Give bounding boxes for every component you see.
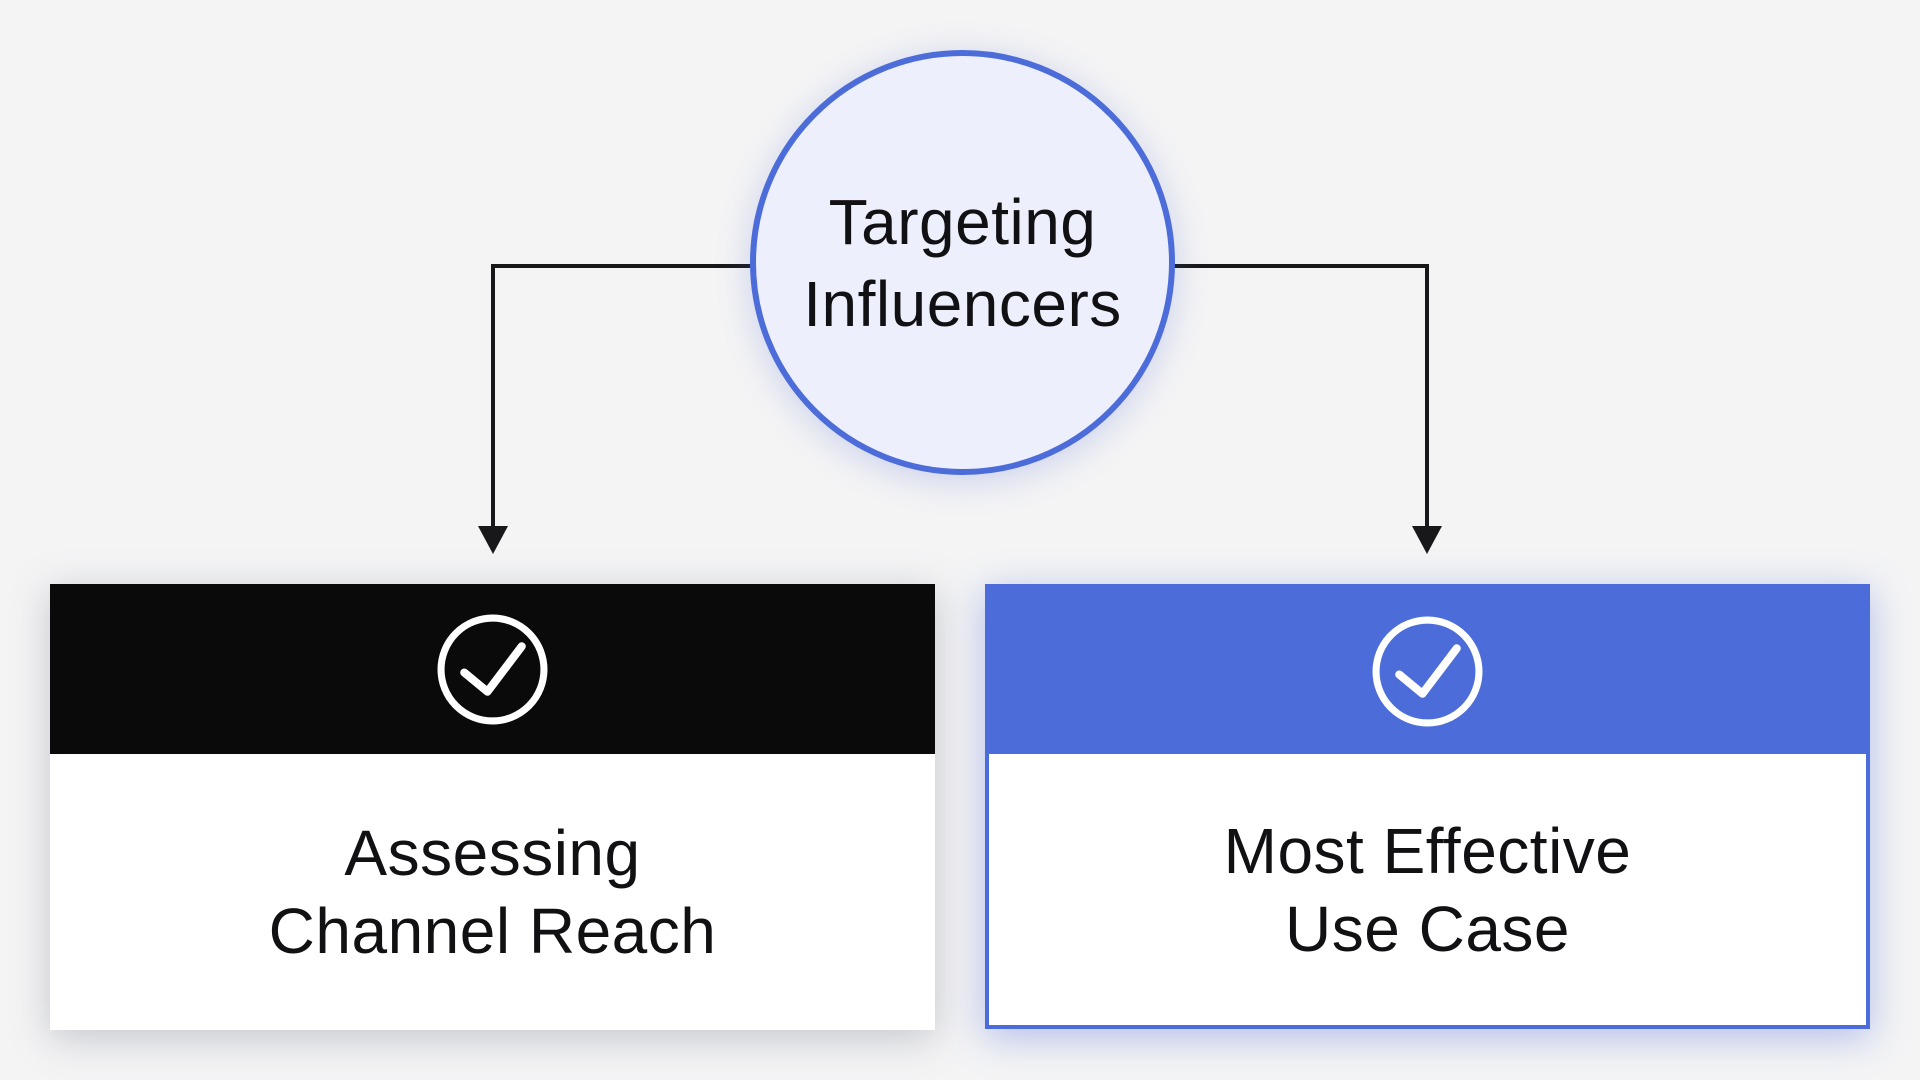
card-label-line-1: Most Effective: [1223, 814, 1632, 887]
card-label-line-2: Use Case: [1285, 892, 1570, 965]
card-header-black: [50, 584, 935, 754]
right-connector-line: [1155, 264, 1429, 528]
root-label-line-1: Targeting: [828, 185, 1097, 258]
right-arrowhead-icon: [1412, 526, 1442, 554]
root-node-label: Targeting Influencers: [803, 181, 1122, 345]
node-assessing-channel-reach: Assessing Channel Reach: [50, 584, 935, 1030]
card-body: Assessing Channel Reach: [50, 754, 935, 1030]
check-circle-icon: [437, 614, 548, 724]
card-label: Assessing Channel Reach: [269, 814, 717, 970]
root-node-targeting-influencers: Targeting Influencers: [750, 50, 1175, 475]
card-label-line-1: Assessing: [344, 817, 641, 889]
card-label: Most Effective Use Case: [1224, 812, 1632, 968]
left-arrowhead-icon: [478, 526, 508, 554]
node-most-effective-use-case: Most Effective Use Case: [985, 584, 1870, 1029]
card-header-blue: [989, 588, 1866, 754]
card-body: Most Effective Use Case: [989, 754, 1866, 1025]
root-label-line-2: Influencers: [803, 267, 1122, 340]
left-connector-line: [491, 264, 770, 528]
card-label-line-2: Channel Reach: [268, 895, 717, 967]
check-circle-icon: [1372, 616, 1483, 726]
